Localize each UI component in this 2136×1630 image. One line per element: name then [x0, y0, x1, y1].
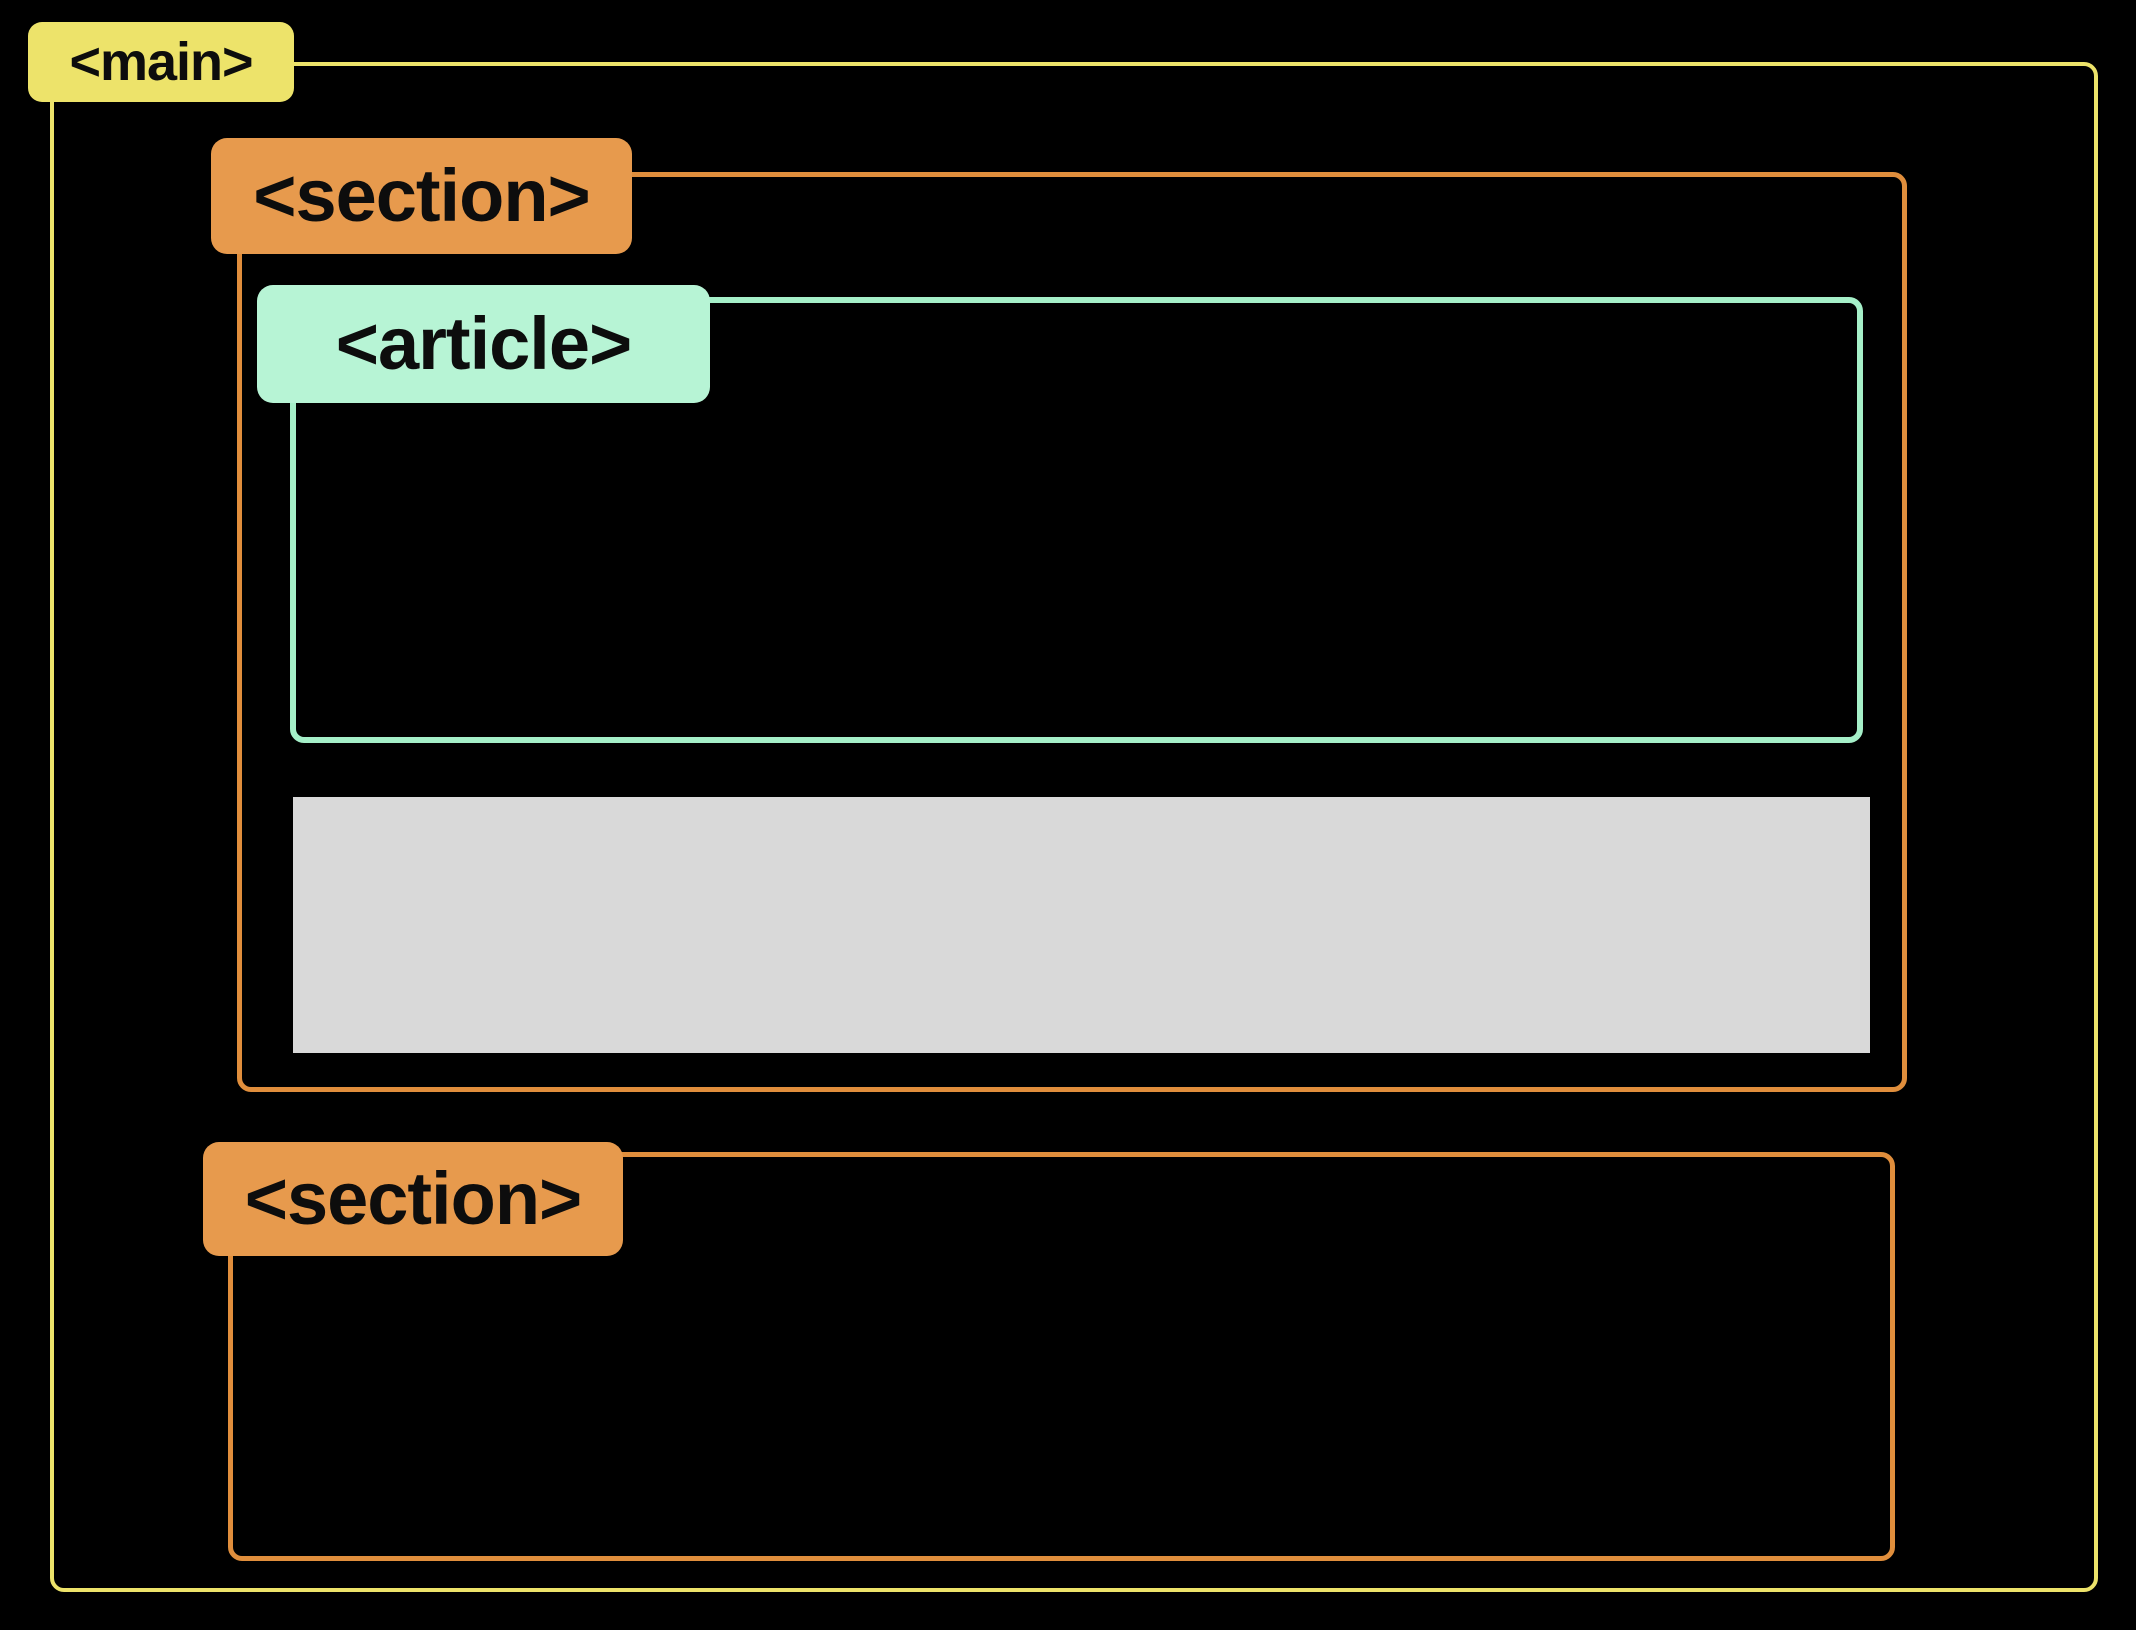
article-element-outline: [290, 297, 1863, 743]
section1-tag-label: <section>: [211, 138, 632, 254]
section1-element-outline: [237, 172, 1907, 1092]
main-tag-label: <main>: [28, 22, 294, 102]
article-tag-label: <article>: [257, 285, 710, 403]
section2-tag-label: <section>: [203, 1142, 623, 1256]
content-placeholder-block: [293, 797, 1870, 1053]
main-element-outline: [50, 62, 2098, 1592]
section2-element-outline: [228, 1152, 1895, 1561]
